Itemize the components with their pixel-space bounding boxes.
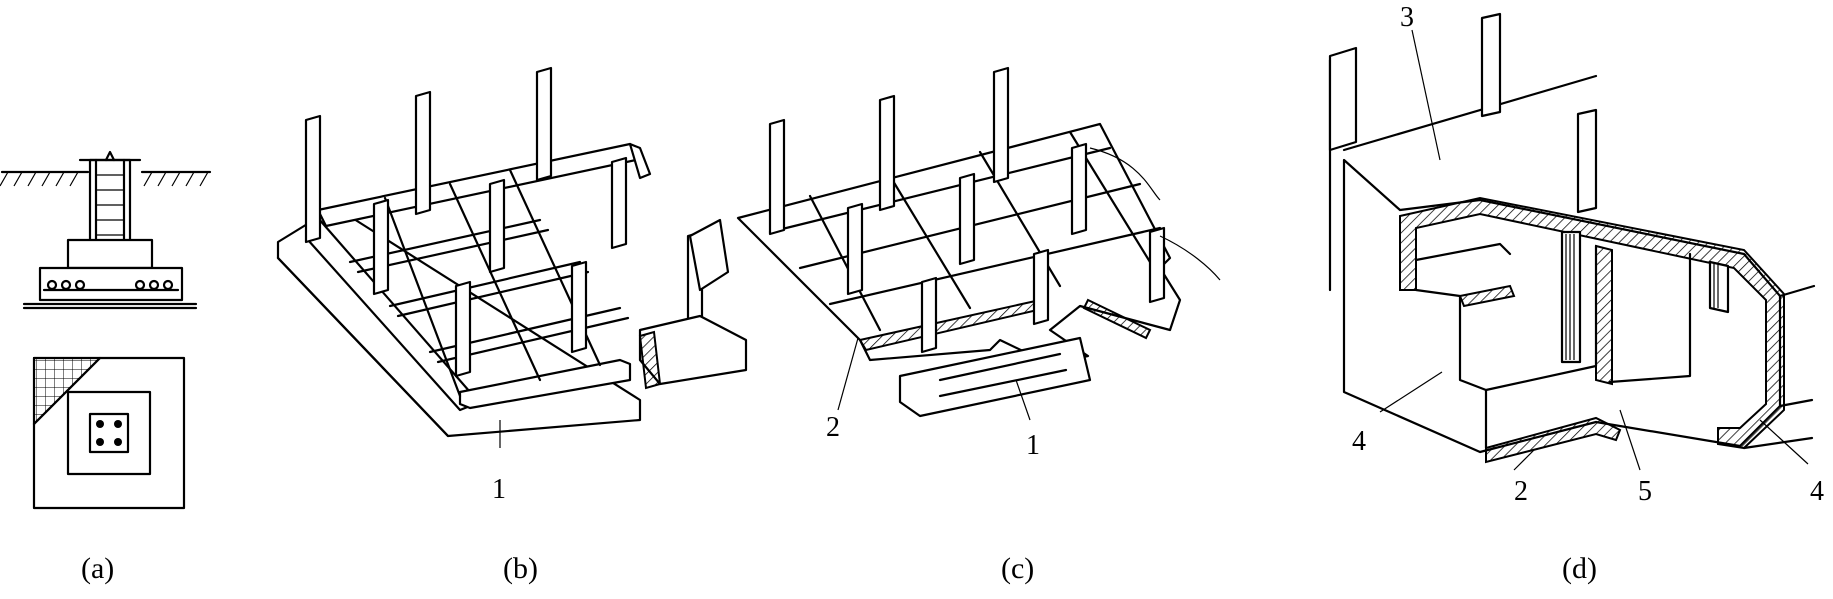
rebar-dots [42,279,180,292]
interior-beams [348,168,630,398]
caption-d: (d) [1562,552,1597,585]
panel-a-isolated-footing: (a) [0,150,212,585]
panel-d-box-foundation: 3 4 2 5 4 (d) [1328,2,1824,585]
label-d-3: 3 [1400,2,1414,33]
label-c-2: 2 [826,412,840,443]
box-section-walls [1399,196,1785,450]
label-d-4-right: 4 [1810,476,1824,507]
column-section [78,150,142,247]
strip-beam-section [638,314,748,386]
caption-a: (a) [81,552,114,585]
raft-columns [768,66,1166,354]
label-b-1: 1 [492,474,506,505]
panel-b-strip-foundation-grid: 1 (b) [276,66,748,585]
label-d-4-left: 4 [1352,426,1366,457]
panel-c-raft-foundation: 2 1 (c) [736,66,1221,585]
caption-c: (c) [1001,552,1034,585]
footing-plan-view [32,356,186,510]
label-c-1: 1 [1026,430,1040,461]
box-inner-cells [1414,242,1692,450]
ground-line [0,170,212,187]
footing-pedestal [66,238,154,270]
box-top-columns [1328,12,1598,214]
strip-beam-back [316,142,638,228]
box-interior-columns [1560,230,1730,364]
strip-beam-right [628,142,652,180]
caption-b: (b) [503,552,538,585]
label-d-5: 5 [1638,476,1652,507]
leader-lines [1379,29,1809,471]
strip-beam-front [458,358,632,410]
label-d-2: 2 [1514,476,1528,507]
